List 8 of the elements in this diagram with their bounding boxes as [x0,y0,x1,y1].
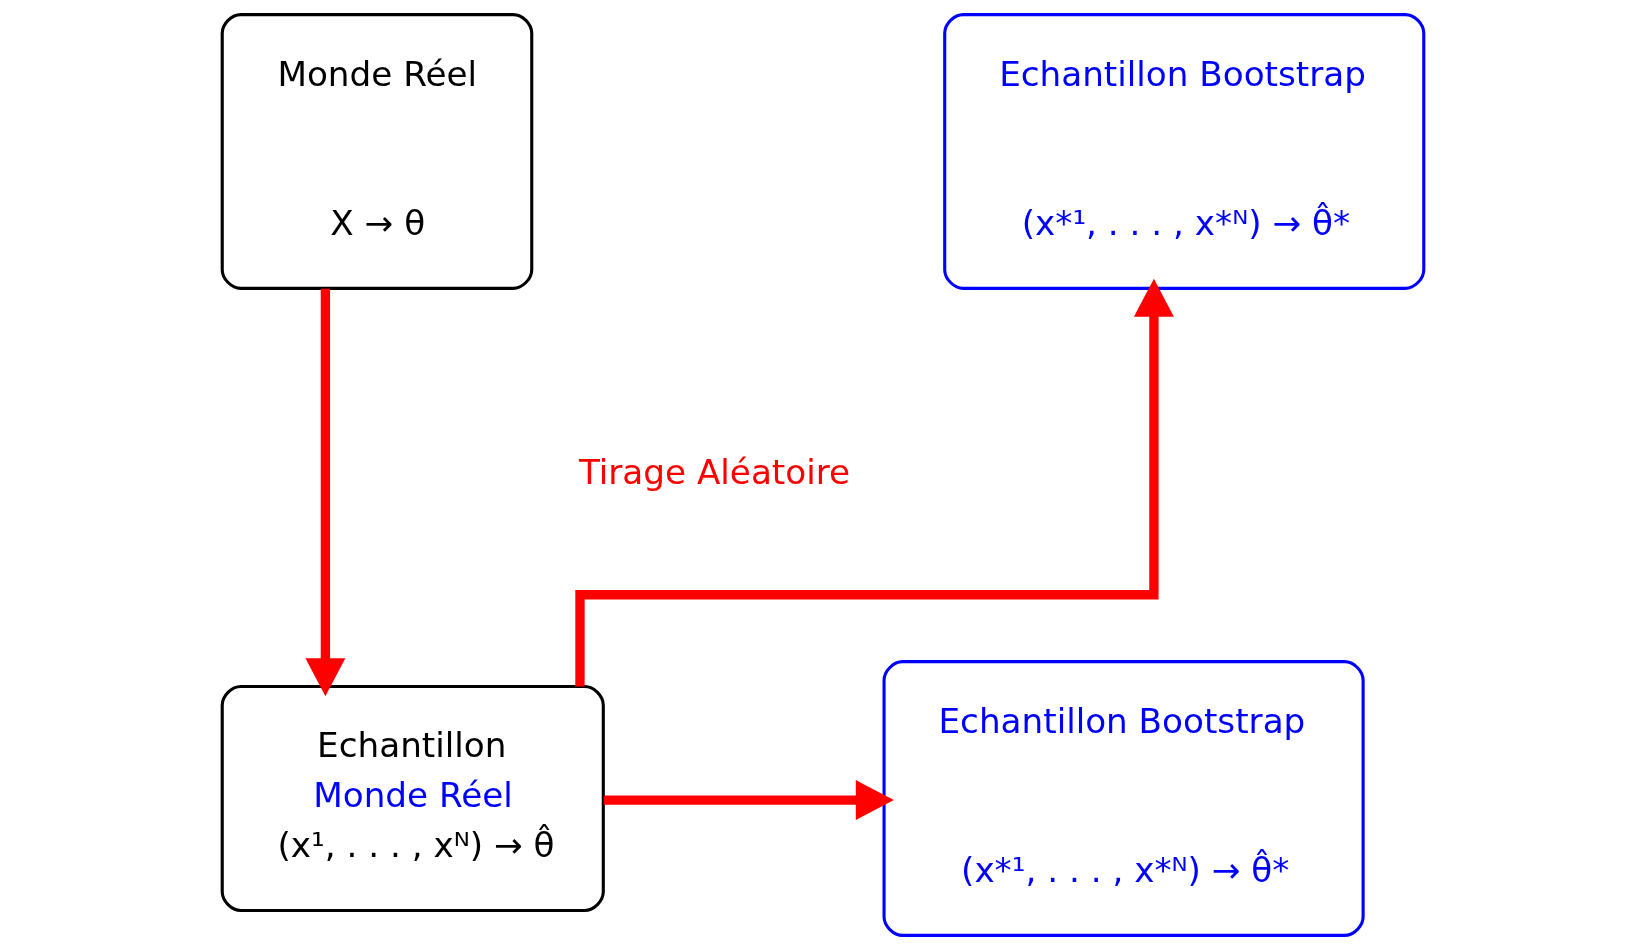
arrow [603,780,894,821]
node-box: Echantillon Bootstrap (x*¹, . . . , x*ᴺ) → θ̂* [882,660,1365,937]
node-box: Echantillon Bootstrap (x*¹, . . . , x*ᴺ) → θ̂* [942,13,1425,290]
node-box: Monde Réel X → θ [220,13,533,290]
arrow [574,278,1174,687]
label: Tirage Aléatoire [578,451,850,492]
arrow [304,288,345,697]
node-box: Echantillon Monde Réel (x¹, . . . , xᴺ) → θ̂ [220,685,605,913]
